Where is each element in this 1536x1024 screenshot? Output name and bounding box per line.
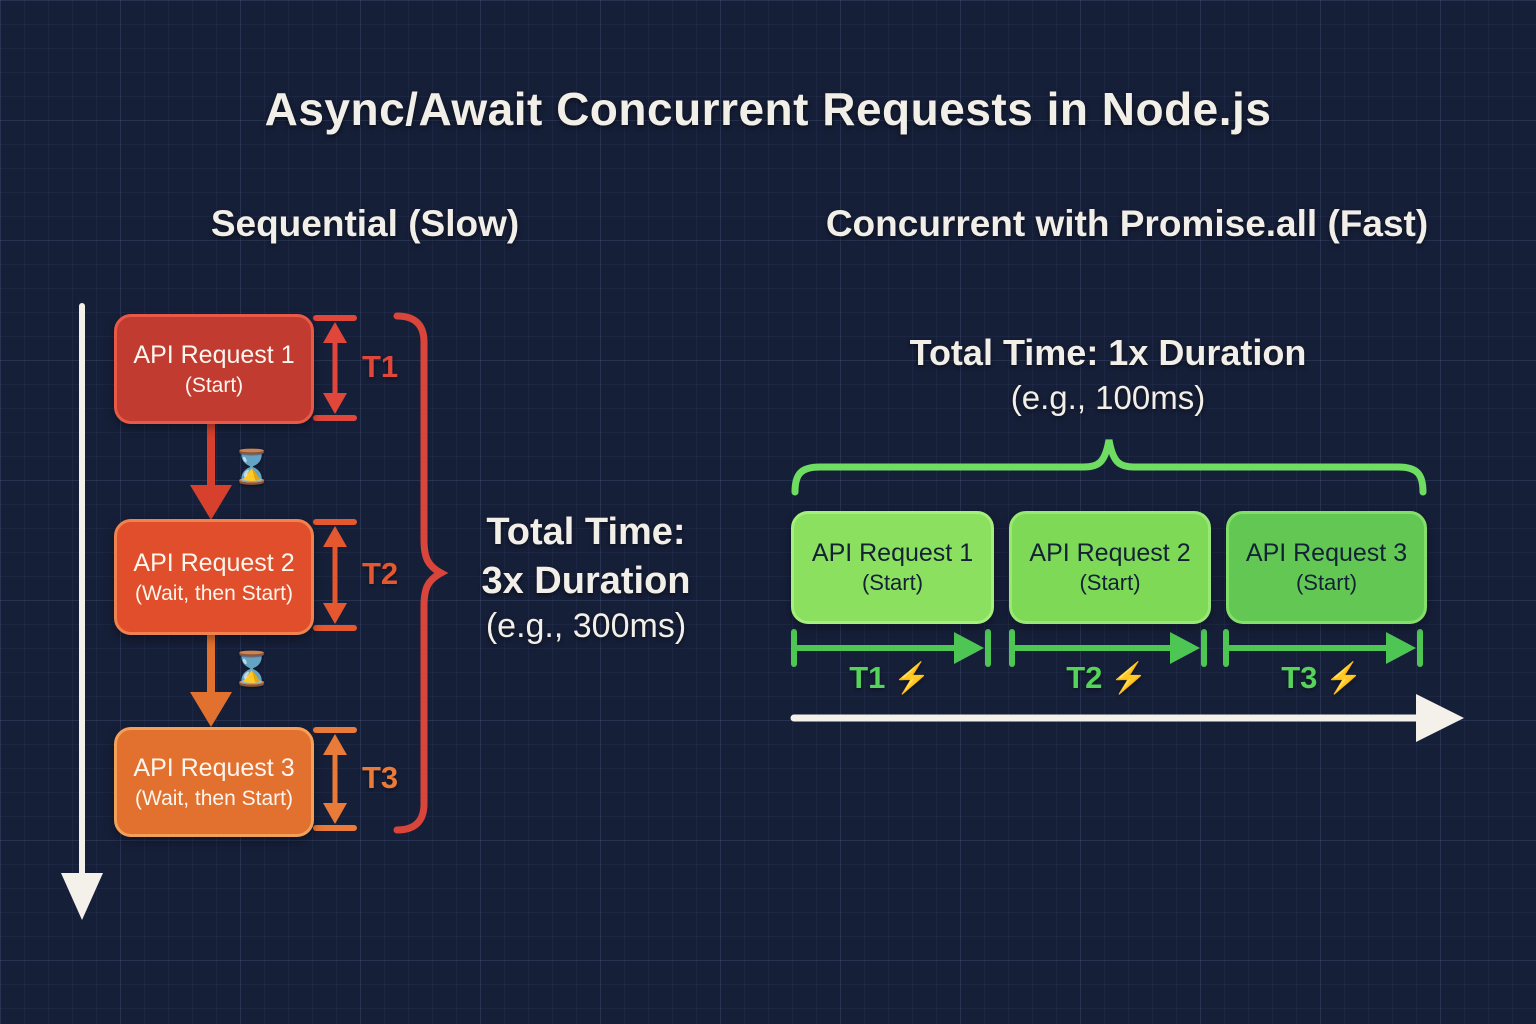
request-subtitle: (Start) [861, 570, 924, 596]
duration-arrow-2 [1009, 629, 1207, 667]
hourglass-icon: ⌛ [231, 650, 273, 687]
lightning-bolt-icon: ⚡ [893, 662, 931, 695]
request-subtitle: (Start) [184, 373, 244, 397]
request-title: API Request 3 [1245, 538, 1408, 567]
total-time-line1: Total Time: 1x Duration [909, 332, 1307, 373]
t2-text: T2 [1066, 660, 1103, 695]
t2-measure-arrow [313, 519, 357, 631]
request-subtitle: (Start) [1295, 570, 1358, 596]
concurrent-total-time: Total Time: 1x Duration (e.g., 100ms) [898, 330, 1318, 420]
total-time-line2: (e.g., 100ms) [1010, 378, 1206, 416]
request-title: API Request 1 [811, 538, 974, 567]
sequential-request-3-box: API Request 3 (Wait, then Start) [114, 727, 314, 837]
connector-arrow-1 [190, 416, 232, 520]
t3-measure-arrow [313, 727, 357, 831]
concurrent-request-2-box: API Request 2 (Start) [1009, 511, 1211, 624]
request-subtitle: (Wait, then Start) [135, 786, 293, 810]
sequential-header: Sequential (Slow) [210, 203, 520, 244]
concurrent-header: Concurrent with Promise.all (Fast) [825, 203, 1429, 244]
duration-arrow-3 [1223, 629, 1423, 667]
sequential-request-2-box: API Request 2 (Wait, then Start) [114, 519, 314, 635]
concurrent-request-1-box: API Request 1 (Start) [791, 511, 994, 624]
request-subtitle: (Start) [1079, 570, 1141, 596]
request-subtitle: (Wait, then Start) [135, 581, 293, 605]
request-title: API Request 3 [133, 754, 295, 783]
concurrent-request-3-box: API Request 3 (Start) [1226, 511, 1427, 624]
sequential-total-time: Total Time: 3x Duration (e.g., 300ms) [445, 508, 727, 649]
sequential-request-1-box: API Request 1 (Start) [114, 314, 314, 424]
sequential-total-brace [393, 312, 449, 834]
concurrent-t2-label: T2⚡ [1027, 660, 1187, 696]
concurrent-total-brace [791, 439, 1427, 496]
concurrent-t3-label: T3⚡ [1242, 660, 1402, 696]
request-title: API Request 1 [133, 341, 295, 370]
lightning-bolt-icon: ⚡ [1325, 662, 1363, 695]
request-title: API Request 2 [133, 549, 295, 578]
t1-text: T1 [849, 660, 886, 695]
t2-label: T2 [362, 556, 399, 591]
t3-label: T3 [362, 760, 399, 795]
total-time-line1: Total Time: [486, 511, 686, 553]
duration-arrow-1 [791, 629, 991, 667]
t1-label: T1 [362, 349, 399, 384]
lightning-bolt-icon: ⚡ [1110, 662, 1148, 695]
page-title: Async/Await Concurrent Requests in Node.… [264, 83, 1272, 135]
total-time-line3: (e.g., 300ms) [485, 607, 687, 646]
request-title: API Request 2 [1029, 538, 1191, 567]
hourglass-icon: ⌛ [231, 448, 273, 485]
total-time-line2: 3x Duration [481, 559, 691, 602]
time-axis-arrow [790, 694, 1464, 742]
t3-text: T3 [1281, 660, 1318, 695]
sequential-timeline-arrow [61, 303, 103, 920]
connector-arrow-2 [190, 627, 232, 727]
concurrent-t1-label: T1⚡ [810, 660, 970, 696]
t1-measure-arrow [313, 315, 357, 421]
